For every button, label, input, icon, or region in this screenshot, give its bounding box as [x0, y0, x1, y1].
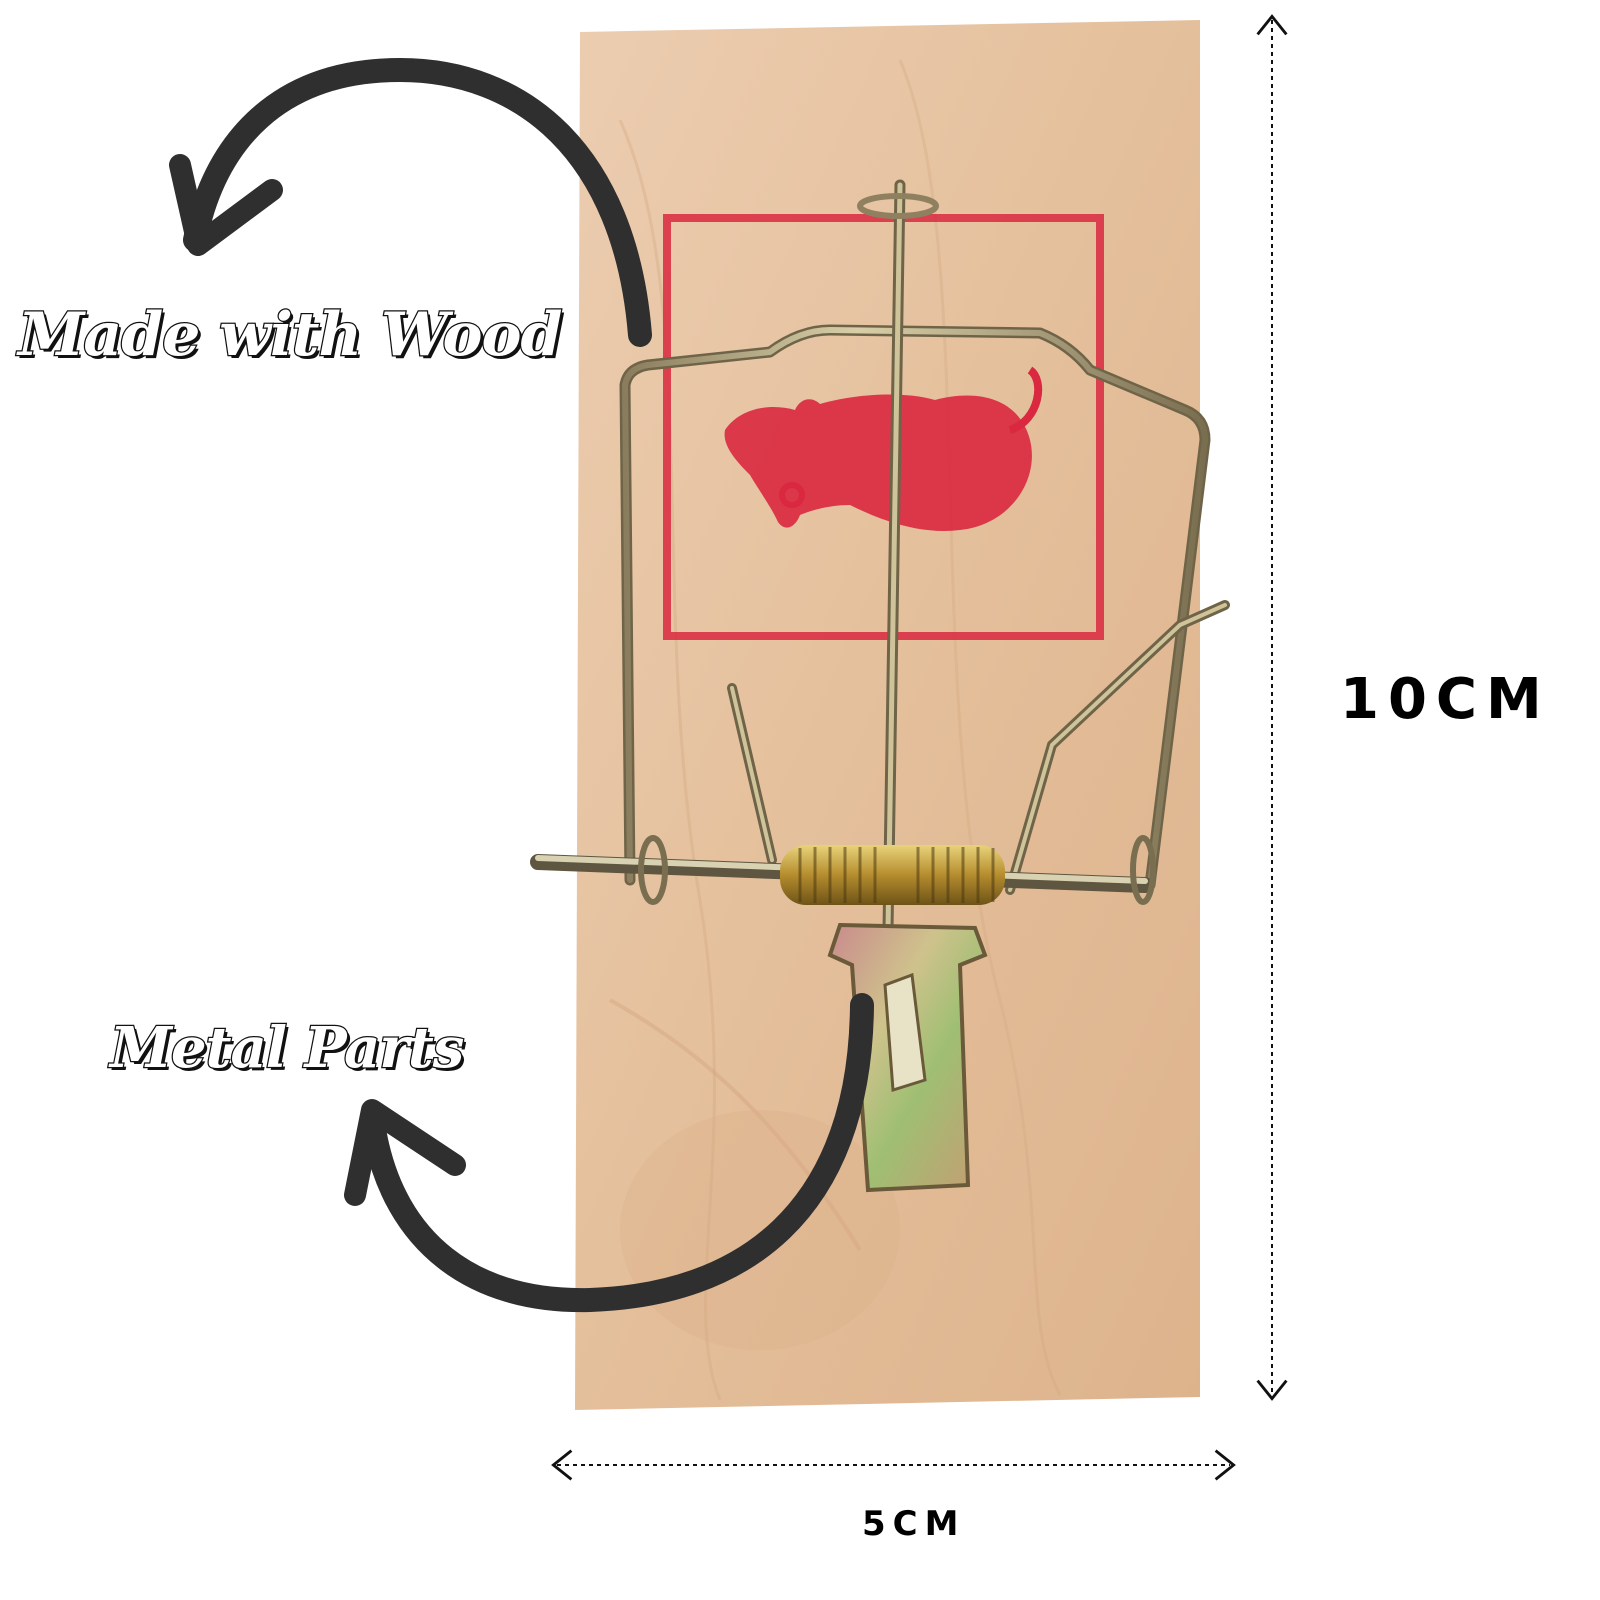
bait-plate	[827, 922, 988, 1193]
dimension-lines	[551, 14, 1288, 1481]
wire-killing-bar	[619, 324, 1211, 891]
metal-arrow	[363, 993, 874, 1313]
printed-mouse-logo	[663, 214, 1104, 640]
bait-lever-wire	[857, 179, 939, 936]
made-with-wood-label: Made with Wood	[17, 299, 564, 372]
height-dimension-label: 10CM	[1340, 667, 1551, 732]
metal-parts-label: Metal Parts	[109, 1014, 466, 1083]
callout-arrows	[169, 58, 874, 1313]
metal-arrowhead	[344, 1099, 466, 1206]
wood-arrowhead	[169, 154, 283, 256]
trigger-wire	[727, 600, 1230, 895]
wood-arrow	[183, 58, 652, 347]
width-dimension-label: 5CM	[862, 1504, 966, 1544]
coil-spring	[780, 845, 1005, 905]
